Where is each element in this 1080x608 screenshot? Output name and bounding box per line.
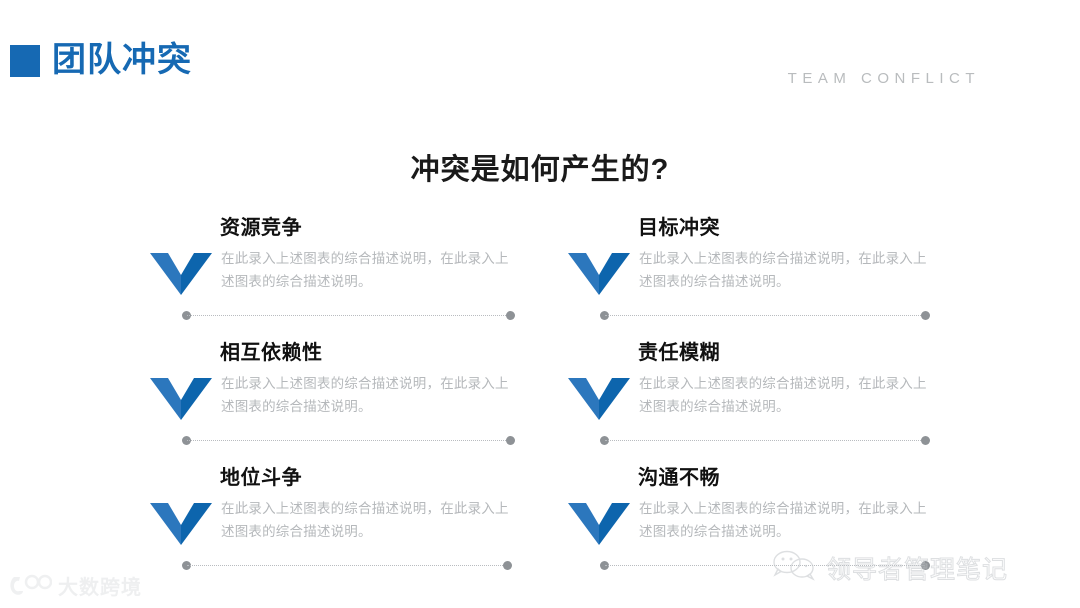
chevron-down-icon [568, 378, 630, 420]
list-item[interactable]: 相互依赖性 在此录入上述图表的综合描述说明，在此录入上述图表的综合描述说明。 [145, 330, 565, 450]
divider-line [605, 440, 925, 441]
list-item-title: 地位斗争 [220, 467, 302, 489]
items-grid: 资源竞争 在此录入上述图表的综合描述说明，在此录入上述图表的综合描述说明。 目标… [0, 205, 1080, 580]
list-item-title: 责任模糊 [638, 342, 720, 364]
items-row: 资源竞争 在此录入上述图表的综合描述说明，在此录入上述图表的综合描述说明。 目标… [0, 205, 1080, 330]
divider-dot-end [503, 561, 512, 570]
watermark-bottom-right: 领导者管理笔记 [772, 549, 1008, 586]
divider-dotted [182, 561, 512, 570]
divider-dot-end [921, 436, 930, 445]
list-item-description: 在此录入上述图表的综合描述说明，在此录入上述图表的综合描述说明。 [639, 251, 927, 289]
chevron-down-icon [568, 503, 630, 545]
list-item-title: 相互依赖性 [220, 342, 323, 364]
list-item-description: 在此录入上述图表的综合描述说明，在此录入上述图表的综合描述说明。 [221, 376, 509, 414]
divider-dot-end [921, 561, 930, 570]
divider-dotted [600, 561, 930, 570]
divider-line [605, 315, 925, 316]
list-item[interactable]: 资源竞争 在此录入上述图表的综合描述说明，在此录入上述图表的综合描述说明。 [145, 205, 565, 325]
header-accent-square [10, 45, 40, 77]
list-item[interactable]: 地位斗争 在此录入上述图表的综合描述说明，在此录入上述图表的综合描述说明。 [145, 455, 565, 575]
page-title: 团队冲突 [52, 41, 192, 79]
section-heading: 冲突是如何产生的? [410, 154, 670, 186]
divider-dot-start [600, 561, 609, 570]
items-row: 相互依赖性 在此录入上述图表的综合描述说明，在此录入上述图表的综合描述说明。 责… [0, 330, 1080, 455]
items-row: 地位斗争 在此录入上述图表的综合描述说明，在此录入上述图表的综合描述说明。 沟通… [0, 455, 1080, 580]
list-item-description: 在此录入上述图表的综合描述说明，在此录入上述图表的综合描述说明。 [639, 376, 927, 414]
chevron-down-icon [150, 378, 212, 420]
list-item[interactable]: 责任模糊 在此录入上述图表的综合描述说明，在此录入上述图表的综合描述说明。 [563, 330, 983, 450]
brand-logo-icon [8, 573, 52, 599]
chevron-down-icon [150, 503, 212, 545]
divider-dotted [600, 436, 930, 445]
divider-dot-end [921, 311, 930, 320]
watermark-bottom-left: 大数跨境 [8, 571, 142, 600]
divider-dot-start [182, 436, 191, 445]
divider-dotted [600, 311, 930, 320]
list-item[interactable]: 目标冲突 在此录入上述图表的综合描述说明，在此录入上述图表的综合描述说明。 [563, 205, 983, 325]
page-subtitle: TEAM CONFLICT [787, 70, 980, 87]
divider-dot-start [182, 561, 191, 570]
wechat-icon [772, 549, 818, 586]
divider-dotted [182, 436, 515, 445]
divider-dot-start [600, 436, 609, 445]
list-item-title: 目标冲突 [638, 217, 720, 239]
list-item-title: 资源竞争 [220, 217, 302, 239]
list-item-description: 在此录入上述图表的综合描述说明，在此录入上述图表的综合描述说明。 [221, 501, 509, 539]
divider-dot-end [506, 311, 515, 320]
divider-dot-start [600, 311, 609, 320]
divider-line [187, 565, 507, 566]
divider-line [187, 440, 510, 441]
divider-line [187, 315, 510, 316]
list-item-title: 沟通不畅 [638, 467, 720, 489]
list-item-description: 在此录入上述图表的综合描述说明，在此录入上述图表的综合描述说明。 [221, 251, 509, 289]
chevron-down-icon [568, 253, 630, 295]
chevron-down-icon [150, 253, 212, 295]
watermark-right-text: 领导者管理笔记 [825, 555, 1008, 584]
list-item[interactable]: 沟通不畅 在此录入上述图表的综合描述说明，在此录入上述图表的综合描述说明。 [563, 455, 983, 575]
divider-dotted [182, 311, 515, 320]
divider-dot-start [182, 311, 191, 320]
list-item-description: 在此录入上述图表的综合描述说明，在此录入上述图表的综合描述说明。 [639, 501, 927, 539]
divider-dot-end [506, 436, 515, 445]
watermark-left-text: 大数跨境 [58, 577, 142, 599]
divider-line [605, 565, 925, 566]
